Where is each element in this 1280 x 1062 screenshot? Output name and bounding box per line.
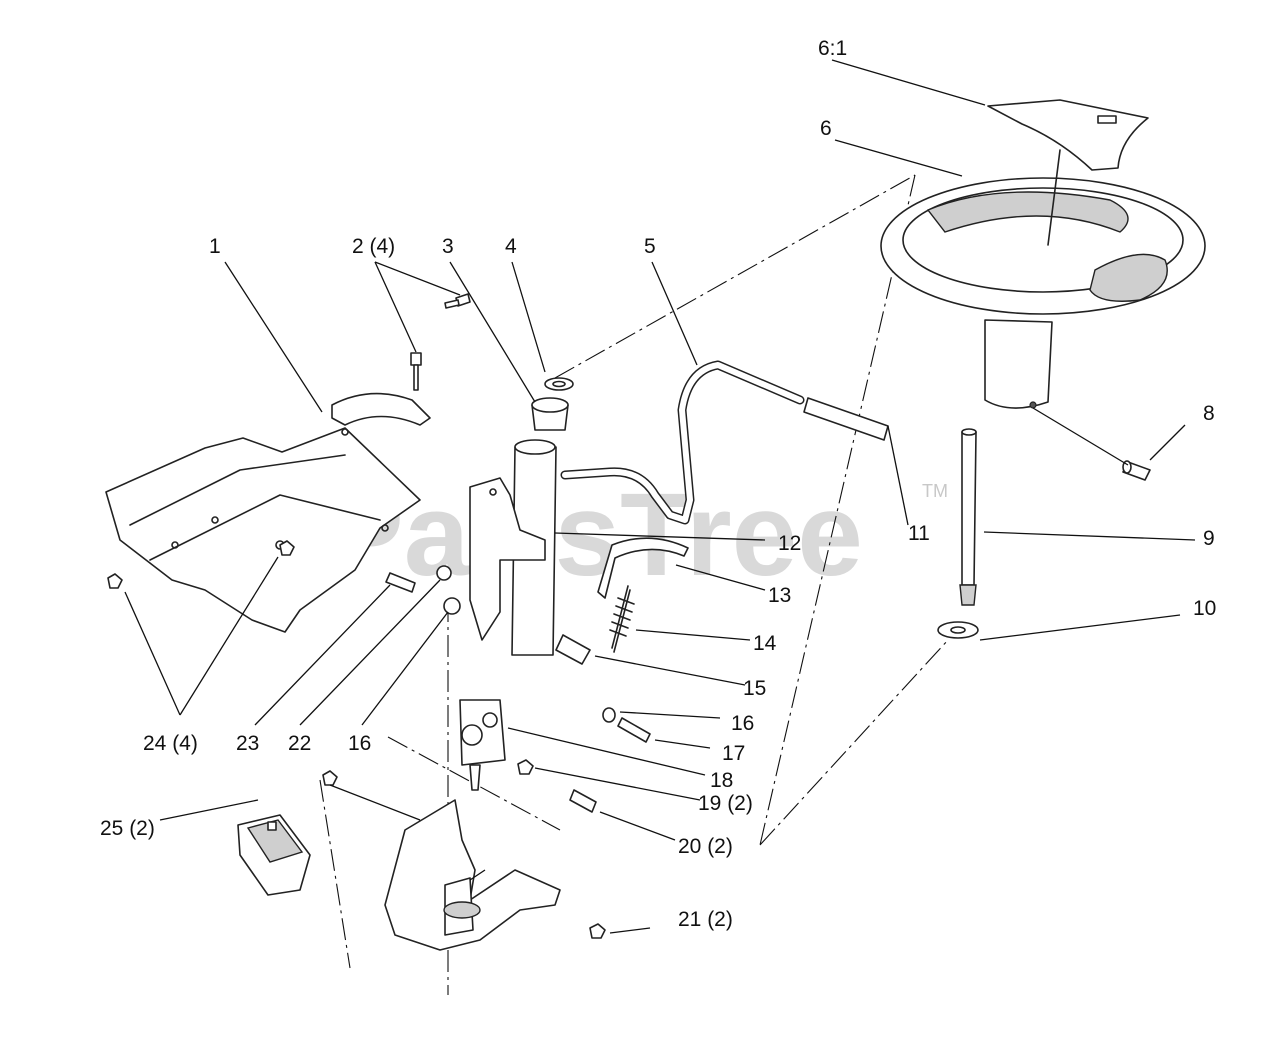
bolt-23 (385, 572, 416, 593)
callout-19: 19 (2) (698, 792, 753, 815)
washer-10 (937, 621, 979, 639)
callout-6-1: 6:1 (818, 37, 847, 60)
washer-22 (436, 565, 452, 581)
callout-24: 24 (4) (143, 732, 198, 755)
pedal-pad (237, 770, 338, 896)
bolt-20 (569, 789, 597, 813)
callout-17: 17 (722, 742, 745, 765)
callout-6: 6 (820, 117, 832, 140)
callout-21: 21 (2) (678, 908, 733, 931)
callout-9: 9 (1203, 527, 1215, 550)
callout-16-right: 16 (731, 712, 754, 735)
steering-wheel (880, 149, 1206, 409)
callout-4: 4 (505, 235, 517, 258)
callout-18: 18 (710, 769, 733, 792)
tilt-lever (560, 360, 889, 525)
nut-19 (517, 759, 534, 775)
callout-8: 8 (1203, 402, 1215, 425)
callout-11: 11 (908, 522, 930, 545)
steering-gear-bracket (384, 799, 561, 951)
watermark-trademark: TM (922, 481, 948, 501)
callout-16-left: 16 (348, 732, 371, 755)
bolts-2 (410, 293, 471, 391)
washer-16-left (443, 597, 461, 615)
latch-bracket (597, 537, 689, 599)
callout-23: 23 (236, 732, 259, 755)
roll-pin (1122, 460, 1151, 481)
nuts-24 (107, 540, 295, 589)
bolt-17 (602, 707, 651, 743)
callout-5: 5 (644, 235, 656, 258)
bushing-3 (531, 397, 569, 431)
callout-13: 13 (768, 584, 791, 607)
callout-22: 22 (288, 732, 311, 755)
spacer-15 (555, 634, 591, 665)
steering-shaft (959, 428, 977, 606)
callout-15: 15 (743, 677, 766, 700)
extension-spring (609, 585, 635, 653)
universal-joint (459, 699, 506, 791)
callout-labels: 6:1 6 1 2 (4) 3 4 5 8 9 10 11 12 13 14 1… (100, 37, 1216, 931)
watermark: PartsTree (325, 469, 863, 601)
callout-14: 14 (753, 632, 777, 655)
leader-lines (124, 59, 1196, 934)
callout-10: 10 (1193, 597, 1216, 620)
nut-21 (589, 923, 606, 939)
callout-20: 20 (2) (678, 835, 733, 858)
callout-1: 1 (209, 235, 221, 258)
steering-cap (987, 99, 1149, 171)
callout-2: 2 (4) (352, 235, 395, 258)
washer-4 (544, 377, 574, 391)
callout-25: 25 (2) (100, 817, 155, 840)
callout-12: 12 (778, 532, 801, 555)
steering-column (469, 439, 557, 656)
callout-3: 3 (442, 235, 454, 258)
